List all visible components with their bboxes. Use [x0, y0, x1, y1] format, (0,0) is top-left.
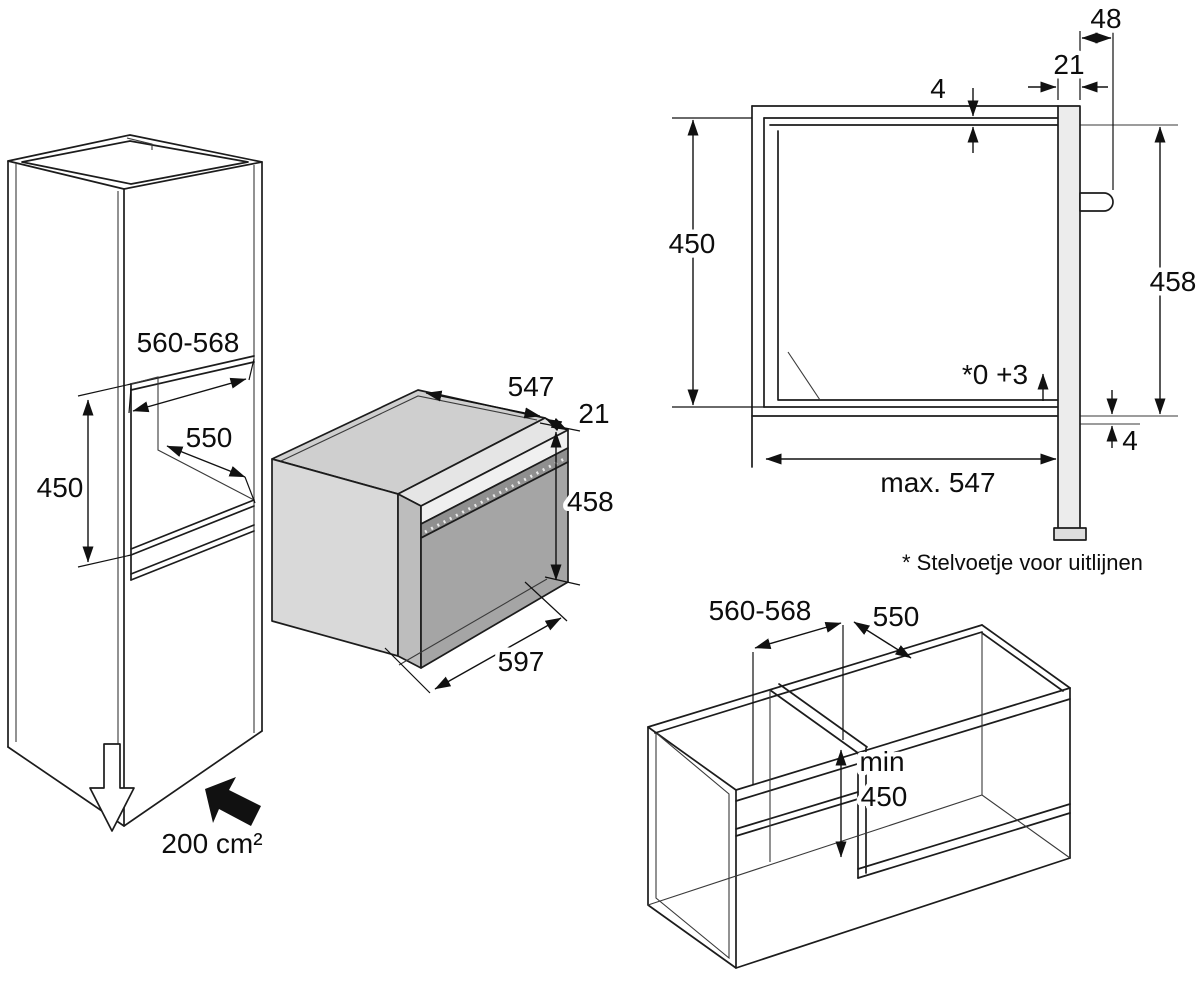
ext-line: [77, 383, 132, 568]
base-cabinet-view: 560-568 550 min 450: [647, 591, 1071, 969]
dim-niche-width: [132, 377, 247, 413]
base-bottom-front-edge: [735, 857, 1071, 969]
cabinet-top-notch: [126, 137, 153, 150]
base-bottom-rail-right: [857, 803, 1071, 879]
base-top-crossbar: [769, 683, 868, 754]
label-door-thickness: 21: [1053, 49, 1084, 80]
section-ceiling: [751, 105, 1059, 119]
section-oven-outline: [769, 124, 1059, 401]
ext-line: [672, 117, 764, 408]
section-leveling-foot: [1053, 527, 1087, 541]
label-oven-door-offset: 21: [578, 398, 609, 429]
oven-vent-slots: [424, 457, 565, 534]
counter-line-right: [1080, 124, 1178, 425]
label-top-gap: 4: [930, 73, 946, 104]
label-niche-depth: 550: [186, 422, 233, 453]
base-sub-rail-left: [735, 791, 859, 837]
section-floor: [751, 406, 1059, 417]
niche-top-edge: [130, 355, 255, 391]
section-oven-diagonal: [787, 351, 821, 401]
oven-door-left-sliver: [397, 493, 422, 669]
label-footnote: * Stelvoetje voor uitlijnen: [902, 550, 1143, 575]
dim-base-niche-width: [754, 622, 842, 649]
label-handle-total: 48: [1090, 3, 1121, 34]
label-base-niche-width: 560-568: [709, 595, 812, 626]
label-bottom-tolerance: *0 +3: [962, 359, 1028, 390]
dim-oven-width: [434, 617, 562, 690]
dim-niche-depth: [166, 445, 246, 478]
label-base-min-height: 450: [861, 781, 908, 812]
label-section-front-height: 458: [1150, 266, 1197, 297]
dim-base-depth: [853, 621, 912, 659]
tall-cabinet-view: 560-568 550 450 200 cm²: [7, 134, 267, 864]
label-oven-depth: 547: [508, 371, 555, 402]
section-left-wall: [751, 105, 765, 468]
label-niche-width: 560-568: [137, 327, 240, 358]
oven-left-face: [271, 458, 399, 657]
base-back-top-rail: [647, 624, 983, 734]
ext-line: [128, 358, 255, 414]
label-max-depth: max. 547: [880, 467, 995, 498]
cabinet-bottom-edges: [7, 730, 263, 827]
oven-view: 547 21 458 597: [271, 367, 618, 694]
label-oven-width: 597: [498, 646, 545, 677]
vent-arrow-down-icon: [89, 743, 135, 832]
base-back-posts: [769, 633, 983, 862]
niche-bottom-shelf-edges: [130, 499, 255, 581]
label-niche-height: 450: [37, 472, 84, 503]
section-door-handle: [1079, 192, 1114, 212]
label-section-niche-height: 450: [669, 228, 716, 259]
ext-line: [384, 581, 568, 694]
label-oven-height: 458: [567, 486, 614, 517]
base-mid-post: [857, 747, 867, 879]
base-left-panel-inner: [655, 731, 730, 960]
ext-line: [1079, 31, 1114, 190]
cabinet-top-rim-inner: [21, 140, 249, 185]
ext-line: [244, 476, 256, 504]
niche-section-view: 4 450 48 21 458 *0 +3 max. 547 4 * Stelv…: [664, 0, 1200, 575]
label-base-min: min: [859, 746, 904, 777]
airflow-arrow-icon: [205, 777, 261, 826]
label-base-depth: 550: [873, 601, 920, 632]
cabinet-top-rim-outer: [7, 134, 263, 190]
section-door-profile: [1057, 105, 1081, 539]
label-bottom-gap: 4: [1122, 425, 1138, 456]
label-vent-area: 200 cm²: [161, 828, 262, 859]
base-front-top-rail: [735, 687, 1071, 802]
ext-line: [752, 625, 844, 785]
base-right-top-rail: [981, 624, 1071, 692]
dim-oven-depth: [425, 390, 541, 419]
base-bottom-back-edges: [647, 794, 1071, 906]
